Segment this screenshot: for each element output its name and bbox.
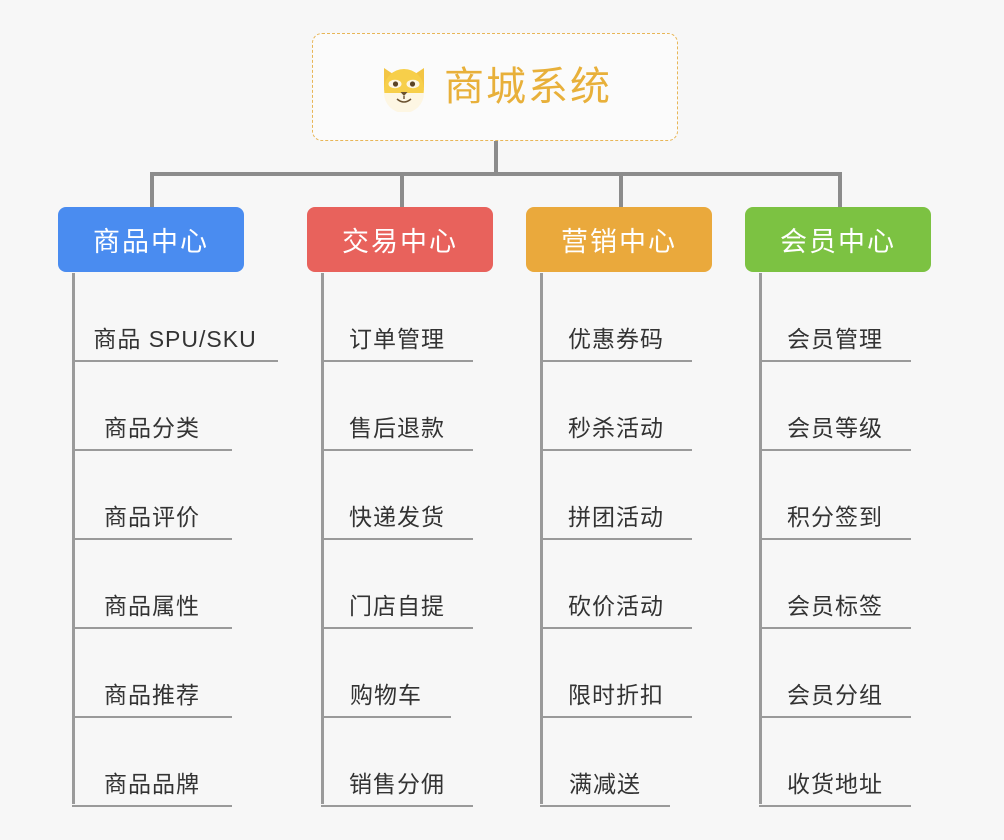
leaf-item[interactable]: 会员标签 bbox=[759, 540, 911, 629]
leaf-label: 优惠券码 bbox=[568, 326, 664, 352]
leaf-item[interactable]: 商品推荐 bbox=[72, 629, 232, 718]
connector-drop-marketing-center bbox=[619, 172, 623, 208]
leaf-item[interactable]: 购物车 bbox=[321, 629, 451, 718]
leaf-item[interactable]: 积分签到 bbox=[759, 451, 911, 540]
leaf-label: 商品 SPU/SKU bbox=[93, 326, 257, 352]
leaf-item[interactable]: 满减送 bbox=[540, 718, 670, 807]
root-title: 商城系统 bbox=[444, 65, 612, 109]
leaf-item[interactable]: 商品属性 bbox=[72, 540, 232, 629]
leaf-label: 积分签到 bbox=[787, 504, 883, 530]
leaf-label: 会员标签 bbox=[787, 593, 883, 619]
leaf-item[interactable]: 快递发货 bbox=[321, 451, 473, 540]
leaf-label: 销售分佣 bbox=[349, 771, 445, 797]
leaf-item[interactable]: 门店自提 bbox=[321, 540, 473, 629]
leaf-label: 秒杀活动 bbox=[568, 415, 664, 441]
leaf-item[interactable]: 会员分组 bbox=[759, 629, 911, 718]
leaf-label: 会员管理 bbox=[787, 326, 883, 352]
connector-drop-member-center bbox=[838, 172, 842, 208]
leaf-item[interactable]: 会员等级 bbox=[759, 362, 911, 451]
leaf-item[interactable]: 销售分佣 bbox=[321, 718, 473, 807]
leaf-label: 订单管理 bbox=[349, 326, 445, 352]
leaf-label: 快递发货 bbox=[349, 504, 445, 530]
branch-header-product-center[interactable]: 商品中心 bbox=[58, 207, 244, 272]
leaf-item[interactable]: 优惠券码 bbox=[540, 273, 692, 362]
leaf-label: 售后退款 bbox=[349, 415, 445, 441]
leaf-label: 商品属性 bbox=[104, 593, 200, 619]
leaf-label: 会员分组 bbox=[787, 682, 883, 708]
branch-header-marketing-center[interactable]: 营销中心 bbox=[526, 207, 712, 272]
leaf-label: 会员等级 bbox=[787, 415, 883, 441]
leaf-item[interactable]: 秒杀活动 bbox=[540, 362, 692, 451]
leaf-item[interactable]: 售后退款 bbox=[321, 362, 473, 451]
leaf-label: 商品推荐 bbox=[104, 682, 200, 708]
root-node[interactable]: 商城系统 bbox=[312, 33, 678, 141]
connector-drop-product-center bbox=[150, 172, 154, 208]
leaf-item[interactable]: 砍价活动 bbox=[540, 540, 692, 629]
leaf-label: 收货地址 bbox=[787, 771, 883, 797]
leaf-item[interactable]: 商品品牌 bbox=[72, 718, 232, 807]
leaf-item[interactable]: 商品 SPU/SKU bbox=[72, 273, 278, 362]
leaf-item[interactable]: 订单管理 bbox=[321, 273, 473, 362]
leaf-item[interactable]: 限时折扣 bbox=[540, 629, 692, 718]
branch-header-trade-center[interactable]: 交易中心 bbox=[307, 207, 493, 272]
leaf-label: 门店自提 bbox=[349, 593, 445, 619]
leaf-item[interactable]: 拼团活动 bbox=[540, 451, 692, 540]
leaf-item[interactable]: 商品评价 bbox=[72, 451, 232, 540]
leaf-label: 商品品牌 bbox=[104, 771, 200, 797]
branch-header-member-center[interactable]: 会员中心 bbox=[745, 207, 931, 272]
leaf-item[interactable]: 商品分类 bbox=[72, 362, 232, 451]
leaf-label: 满减送 bbox=[569, 771, 641, 797]
leaf-item[interactable]: 会员管理 bbox=[759, 273, 911, 362]
leaf-label: 砍价活动 bbox=[568, 593, 664, 619]
leaf-label: 拼团活动 bbox=[568, 504, 664, 530]
shiba-dog-face-icon bbox=[378, 62, 430, 113]
leaf-item[interactable]: 收货地址 bbox=[759, 718, 911, 807]
connector-horizontal-bus bbox=[150, 172, 840, 176]
connector-root-stem bbox=[494, 141, 498, 174]
leaf-label: 购物车 bbox=[350, 682, 422, 708]
leaf-label: 限时折扣 bbox=[568, 682, 664, 708]
leaf-label: 商品分类 bbox=[104, 415, 200, 441]
connector-drop-trade-center bbox=[400, 172, 404, 208]
leaf-label: 商品评价 bbox=[104, 504, 200, 530]
